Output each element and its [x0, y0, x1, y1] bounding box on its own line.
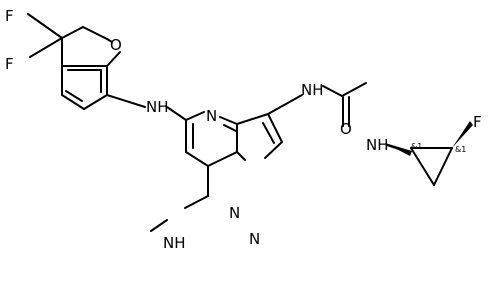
- bond-nh-c-urea: [322, 85, 343, 97]
- stereo-label-2: &1: [455, 145, 466, 154]
- bond-n4-c3a: [219, 116, 238, 125]
- bond-n4-c3a-inner: [223, 124, 237, 132]
- core-bonds: [150, 94, 303, 232]
- bond-ch2-ch2o: [82, 26, 108, 40]
- bond-c-nh-urea: [341, 82, 367, 97]
- bond-c3-c2: [267, 113, 283, 143]
- atom-o-ring: O: [110, 36, 122, 54]
- wedge-bond-cp-f: [452, 121, 473, 148]
- bond-cp-c1-c3: [410, 147, 435, 186]
- bond-c3-c2-inner: [262, 122, 275, 144]
- atom-n-bridge: N: [229, 204, 240, 222]
- bond-c7-c6: [61, 94, 85, 110]
- stereo-label-1: &1: [411, 142, 422, 151]
- bond-c3-nh-urea: [267, 94, 303, 115]
- bond-nh-ch3: [150, 219, 168, 232]
- atom-nh-methylamine: NH: [163, 234, 186, 252]
- bond-c-f1: [27, 13, 63, 39]
- atom-nh-urea-right: NH: [366, 136, 389, 154]
- atom-f2: F: [5, 55, 14, 73]
- atom-nh-amine: NH: [146, 98, 169, 116]
- bond-c-f2: [29, 37, 63, 58]
- bond-c5-n4: [185, 111, 205, 121]
- bond-cp-c2-c3: [433, 147, 453, 186]
- atom-f-cyclopropyl: F: [473, 113, 482, 131]
- bond-c8-c7: [83, 94, 108, 110]
- atom-n-ring-top: N: [206, 107, 217, 125]
- atom-nh-urea-left: NH: [301, 81, 324, 99]
- wedge-bond-nh-cp: [385, 143, 412, 156]
- bond-c7-n8: [207, 151, 238, 167]
- bond-o-c8a: [106, 51, 121, 67]
- bond-n1-n8: [236, 151, 246, 161]
- chroman-bonds: [27, 13, 146, 110]
- bond-ch2-o: [106, 38, 113, 43]
- bond-cf2-ch2: [61, 26, 84, 39]
- bond-c3a-c3: [236, 113, 269, 125]
- bond-c7-nhme: [184, 195, 209, 209]
- atom-o-carbonyl: O: [340, 120, 352, 138]
- bond-c6-c7: [185, 151, 209, 167]
- bond-c7-c6-inner: [65, 90, 83, 102]
- bond-c8-nh: [106, 94, 146, 108]
- atom-n-pyrazole: N: [249, 230, 260, 248]
- bond-nh-c5: [166, 106, 187, 121]
- urea-bonds: [322, 82, 453, 186]
- bond-c2-n1: [264, 141, 283, 159]
- atom-f1: F: [5, 7, 14, 25]
